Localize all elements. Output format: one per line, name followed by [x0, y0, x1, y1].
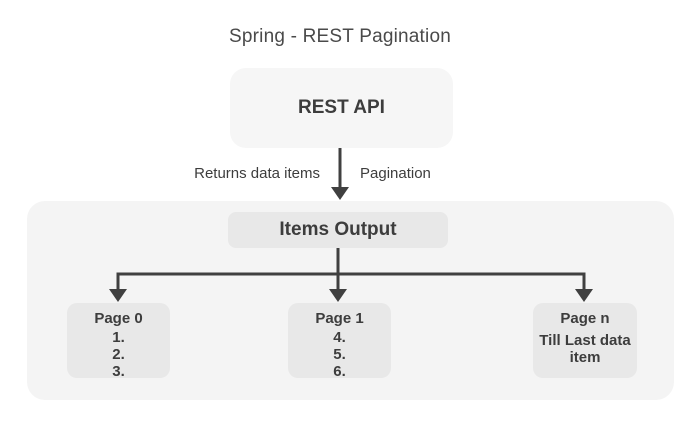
page-0-items: 1. 2. 3.: [67, 329, 170, 380]
page-1-item: 6.: [333, 363, 346, 380]
page-1-item: 5.: [333, 346, 346, 363]
page-1-items: 4. 5. 6.: [288, 329, 391, 380]
page-0-label: Page 0: [94, 310, 143, 327]
diagram-title: Spring - REST Pagination: [228, 26, 451, 47]
items-output-node: Items Output: [228, 212, 448, 248]
page-0-item: 1.: [112, 329, 125, 346]
page-0-item: 2.: [112, 346, 125, 363]
page-1-item: 4.: [333, 329, 346, 346]
edge-label-returns-data-items: Returns data items: [194, 165, 320, 182]
page-0-item: 3.: [112, 363, 125, 380]
rest-api-node: REST API: [230, 68, 453, 148]
page-1-node: Page 1 4. 5. 6.: [288, 303, 391, 380]
page-1-label: Page 1: [315, 310, 364, 327]
edge-label-pagination: Pagination: [360, 165, 431, 182]
page-n-note: Till Last data item: [539, 332, 631, 366]
items-output-label: Items Output: [279, 219, 397, 240]
rest-api-label: REST API: [298, 97, 385, 118]
page-n-node: Page n Till Last data item: [533, 303, 637, 378]
page-n-label: Page n: [560, 310, 610, 327]
page-0-node: Page 0 1. 2. 3.: [67, 303, 170, 380]
arrowhead-down-icon: [331, 187, 349, 200]
